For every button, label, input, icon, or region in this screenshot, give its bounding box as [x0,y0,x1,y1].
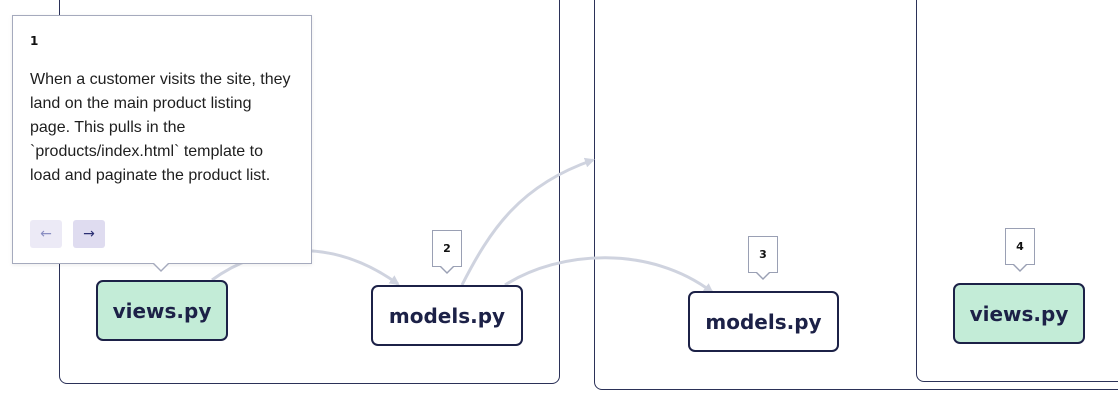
popover-description: When a customer visits the site, they la… [30,71,291,184]
prev-step-button[interactable]: ← [30,220,62,248]
step-badge-3[interactable]: 3 [748,236,778,273]
step-badge-2[interactable]: 2 [432,230,462,267]
group-container-3 [916,0,1118,382]
node-views-py[interactable]: views.py [96,280,228,341]
node-models-py-2[interactable]: models.py [688,291,839,352]
step-popover: 1 When a customer visits the site, they … [12,15,312,272]
node-views-py-2[interactable]: views.py [953,283,1085,344]
popover-step-number: 1 [30,34,39,48]
step-badge-4[interactable]: 4 [1005,228,1035,265]
group-container-2 [594,0,1118,390]
node-models-py[interactable]: models.py [371,285,523,346]
next-step-button[interactable]: → [73,220,105,248]
